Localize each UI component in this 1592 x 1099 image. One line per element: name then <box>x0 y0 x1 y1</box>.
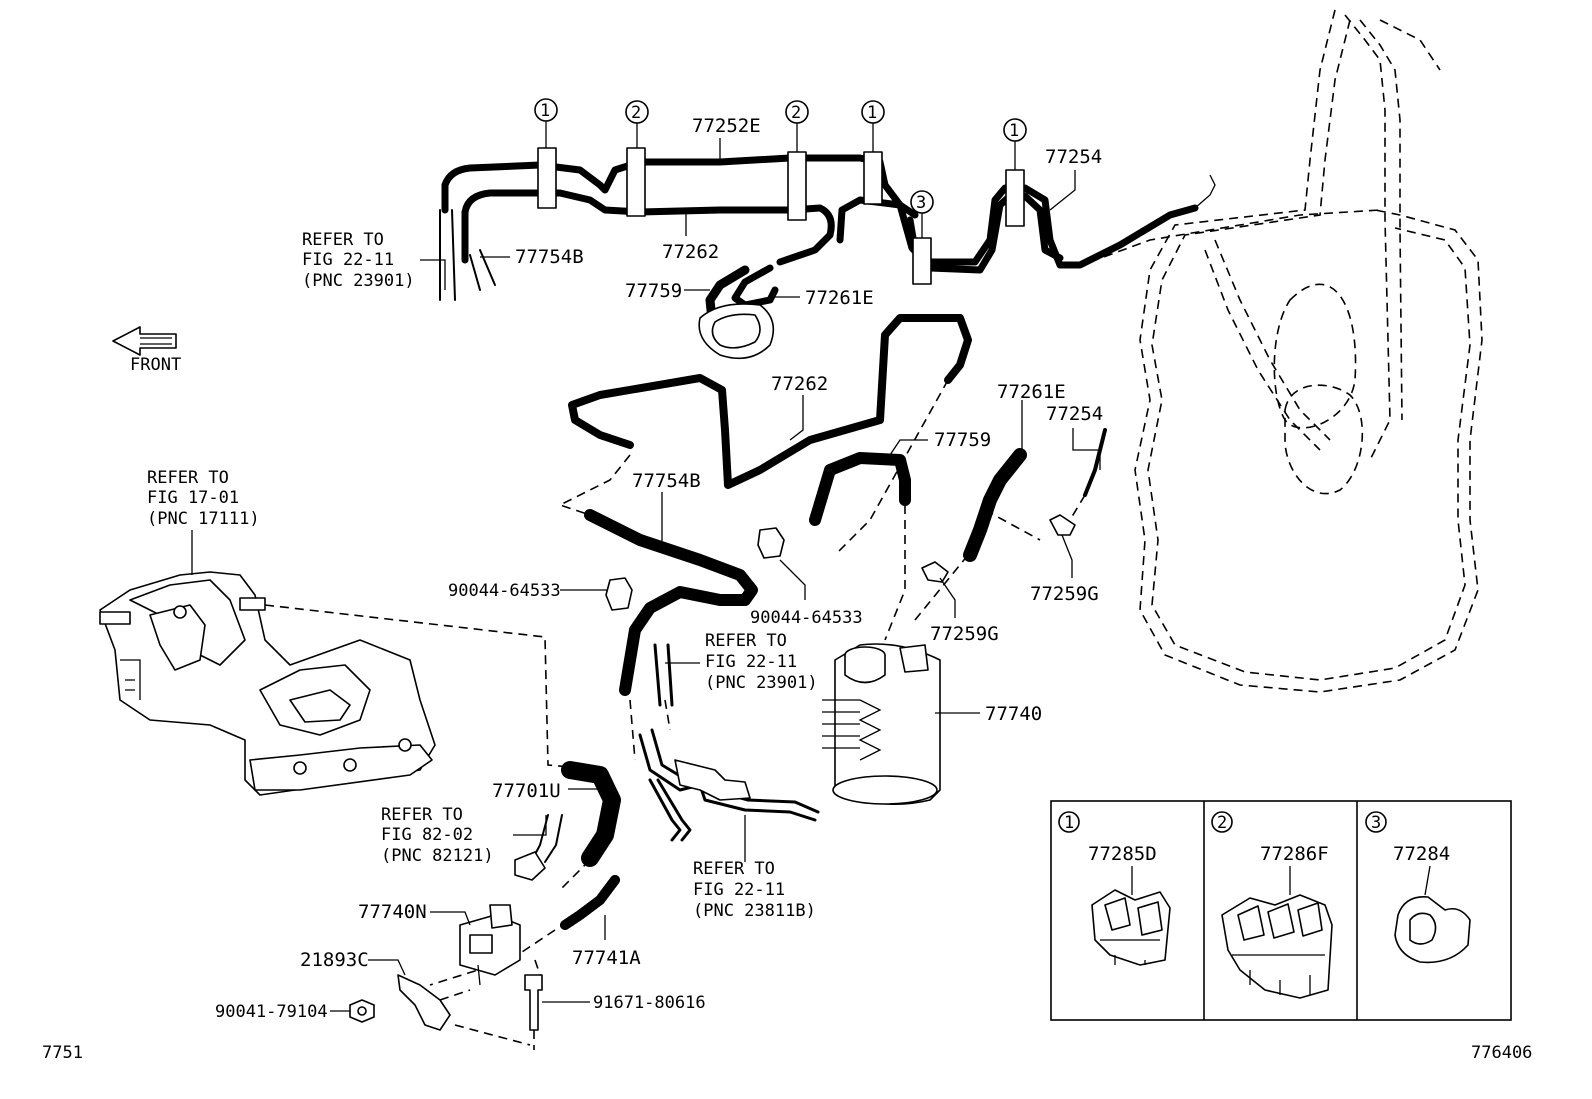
legend-part-77286f: 77286F <box>1260 843 1329 865</box>
intake-manifold <box>99 571 581 796</box>
legend-number: 1 <box>1064 813 1074 833</box>
part-label-77254: 77254 <box>1046 403 1103 425</box>
clamp-marker: 3 <box>916 193 926 213</box>
refer-notes: REFER TO FIG 22-11 (PNC 23901) REFER TO … <box>147 230 818 921</box>
clip-77259g-right <box>1049 514 1076 536</box>
part-label-90044: 90044-64533 <box>750 608 863 628</box>
clip-77259g-left <box>921 561 949 583</box>
clamp-marker: 1 <box>1009 121 1019 141</box>
top-tube-assembly <box>439 147 1381 360</box>
refer-note-line: (PNC 23811B) <box>693 901 816 921</box>
clamp-1-c <box>1005 169 1025 227</box>
clamp-77284-drawing <box>1394 896 1471 964</box>
part-label-77252e: 77252E <box>692 115 761 137</box>
part-label-21893c: 21893C <box>300 949 369 971</box>
front-label: FRONT <box>130 355 181 375</box>
refer-note-line: (PNC 23901) <box>705 673 818 693</box>
clamp-marker: 1 <box>540 101 550 121</box>
clamp-1-b <box>863 151 883 205</box>
clamp-legend: 1 77285D 2 77286F 3 77284 <box>1050 800 1512 1021</box>
refer-note-line: (PNC 17111) <box>147 509 260 529</box>
clamp-markers: 1 2 2 1 3 1 <box>534 98 1027 238</box>
part-label-77259g: 77259G <box>1030 583 1099 605</box>
part-label-77740: 77740 <box>985 703 1042 725</box>
lower-left-parts <box>349 761 621 1050</box>
legend-number: 2 <box>1217 813 1227 833</box>
clamp-2-b <box>787 151 807 221</box>
refer-note-line: REFER TO <box>381 805 463 825</box>
part-label-77740n: 77740N <box>358 901 427 923</box>
refer-note-line: FIG 22-11 <box>693 880 785 900</box>
refer-note-line: (PNC 23901) <box>302 271 415 291</box>
part-label-91671: 91671-80616 <box>593 993 706 1013</box>
refer-note-line: FIG 82-02 <box>381 825 473 845</box>
refer-note-line: REFER TO <box>302 230 384 250</box>
part-label-77741a: 77741A <box>572 947 641 969</box>
part-label-90041: 90041-79104 <box>215 1002 328 1022</box>
figure-code-left: 7751 <box>42 1043 83 1063</box>
clip-90044-left <box>605 577 633 611</box>
refer-note-line: (PNC 82121) <box>381 846 494 866</box>
leader-lines <box>191 138 1101 1012</box>
refer-note-line: FIG 22-11 <box>705 652 797 672</box>
part-label-90044: 90044-64533 <box>448 581 561 601</box>
refer-note-line: REFER TO <box>147 468 229 488</box>
clamp-77286f-drawing <box>1221 894 1333 999</box>
canister-77740 <box>822 643 941 805</box>
clamp-2-a <box>626 147 646 217</box>
refer-note-line: REFER TO <box>693 859 775 879</box>
figure-code-right: 776406 <box>1471 1043 1532 1063</box>
part-label-77701u: 77701U <box>492 780 561 802</box>
clip-90044-right <box>757 527 785 559</box>
fuel-tank-outline <box>1134 9 1483 693</box>
front-direction-arrow: FRONT <box>112 326 181 375</box>
legend-part-77284: 77284 <box>1393 843 1450 865</box>
clamp-3 <box>912 237 932 285</box>
mid-hoses <box>557 314 1107 842</box>
part-label-77262: 77262 <box>662 241 719 263</box>
part-label-77759: 77759 <box>934 429 991 451</box>
clamp-marker: 1 <box>867 103 877 123</box>
clamp-77285d-drawing <box>1091 889 1171 966</box>
part-label-77754b: 77754B <box>632 470 701 492</box>
clamp-marker: 2 <box>791 103 801 123</box>
clamp-1-a <box>537 147 557 209</box>
refer-note-line: FIG 22-11 <box>302 250 394 270</box>
part-label-77254: 77254 <box>1045 146 1102 168</box>
part-labels: 77252E 77254 77754B 77262 77759 77261E 7… <box>215 115 1103 1022</box>
refer-note-line: REFER TO <box>705 631 787 651</box>
refer-note-line: FIG 17-01 <box>147 488 239 508</box>
part-label-77262: 77262 <box>771 373 828 395</box>
legend-part-77285d: 77285D <box>1088 843 1157 865</box>
part-label-77259g: 77259G <box>930 623 999 645</box>
part-label-77261e: 77261E <box>805 287 874 309</box>
clamp-marker: 2 <box>631 103 641 123</box>
part-label-77759: 77759 <box>625 280 682 302</box>
part-label-77754b: 77754B <box>515 246 584 268</box>
legend-number: 3 <box>1371 813 1381 833</box>
part-label-77261e: 77261E <box>997 381 1066 403</box>
